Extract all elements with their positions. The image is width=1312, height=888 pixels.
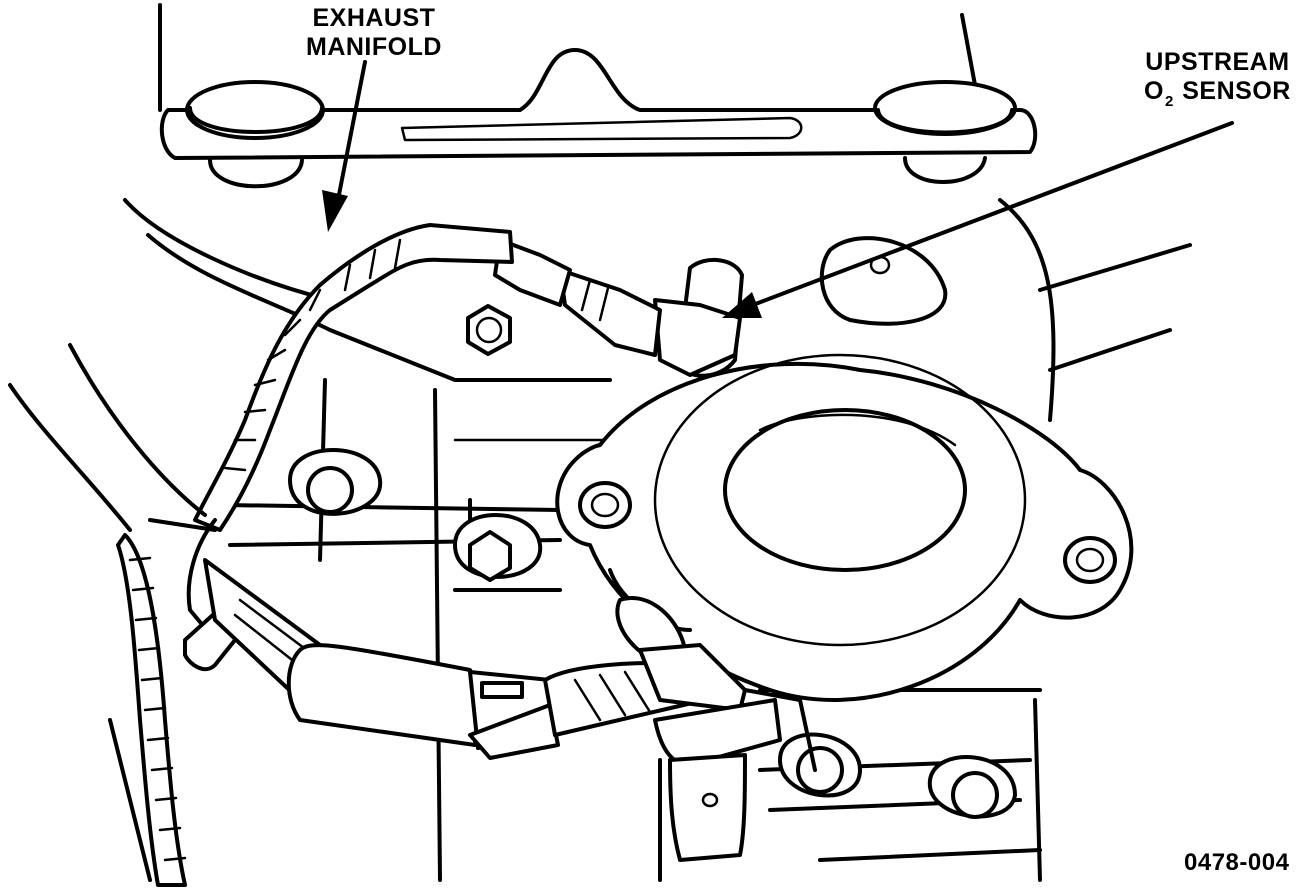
exhaust-manifold-label-line2: MANIFOLD — [306, 33, 442, 61]
figure-number: 0478-004 — [1184, 849, 1290, 876]
o2-sensor-assembly — [8, 223, 817, 887]
upstream-o2-sensor-label-line2: O2 SENSOR — [1144, 77, 1291, 110]
o2-subscript: 2 — [1164, 93, 1174, 110]
manifold-bolts — [288, 304, 1017, 819]
upper-flange — [158, 3, 1038, 189]
o2-sensor-arrowhead — [722, 292, 762, 318]
exhaust-manifold-leader — [334, 60, 367, 212]
exhaust-manifold-label: EXHAUST MANIFOLD — [306, 4, 442, 62]
upstream-o2-sensor-label-line1: UPSTREAM — [1145, 48, 1290, 76]
exhaust-manifold-label-line1: EXHAUST — [312, 4, 436, 32]
downpipe-flange — [555, 236, 1134, 702]
exhaust-manifold-arrowhead — [322, 190, 348, 232]
o2-suffix: SENSOR — [1182, 77, 1291, 105]
o2-sensor-leader — [743, 121, 1234, 310]
upstream-o2-sensor-label: UPSTREAM O2 SENSOR — [1144, 48, 1291, 110]
o2-prefix: O — [1144, 77, 1164, 105]
leader-arrows — [322, 60, 1234, 318]
